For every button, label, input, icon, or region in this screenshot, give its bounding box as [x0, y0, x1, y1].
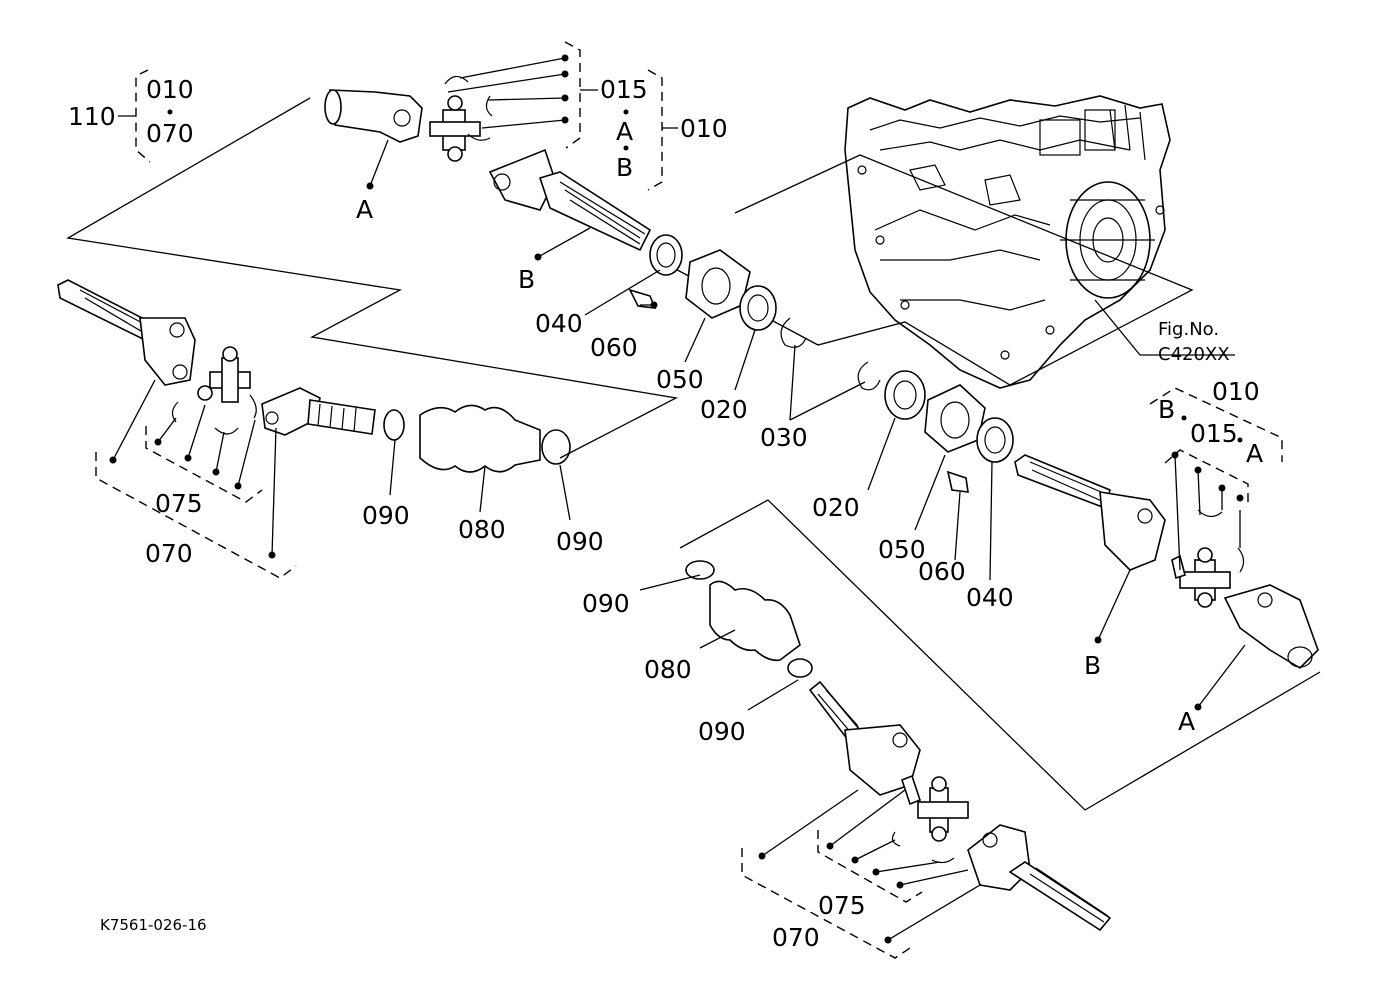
- leader-lines: [112, 57, 1246, 941]
- label-020a: 020: [700, 395, 748, 424]
- label-040b: 040: [966, 583, 1014, 612]
- label-r-015: 015: [1190, 419, 1238, 448]
- label-b-top: B: [518, 265, 535, 294]
- label-090b: 090: [556, 527, 604, 556]
- label-a-top: A: [356, 195, 373, 224]
- label-top-b: B: [616, 153, 633, 182]
- label-080b: 080: [644, 655, 692, 684]
- label-b-right: B: [1084, 651, 1101, 680]
- left-shaft-assembly: [57, 279, 571, 473]
- label-r-a: A: [1246, 439, 1263, 468]
- part-labels: 110 010 070 015 A B 010 A B 040 060 050 …: [68, 75, 1263, 952]
- fig-ref-leader: [1094, 299, 1235, 356]
- label-075b: 075: [818, 891, 866, 920]
- label-r-b: B: [1158, 395, 1175, 424]
- label-090d: 090: [698, 717, 746, 746]
- label-110: 110: [68, 102, 116, 131]
- label-060b: 060: [918, 557, 966, 586]
- label-r-010: 010: [1212, 377, 1260, 406]
- middle-right-assembly: [857, 361, 1319, 670]
- label-070a: 070: [145, 539, 193, 568]
- transmission-housing: [844, 95, 1171, 389]
- leader-dots: [109, 54, 1244, 944]
- label-top-a: A: [616, 117, 633, 146]
- label-top-015: 015: [600, 75, 648, 104]
- bottom-assembly: [685, 560, 1112, 932]
- label-030: 030: [760, 423, 808, 452]
- fig-no-value: C420XX: [1158, 344, 1230, 365]
- fig-no-label: Fig.No.: [1158, 319, 1219, 340]
- label-a-right: A: [1178, 707, 1195, 736]
- label-090c: 090: [582, 589, 630, 618]
- grouping-brackets: [95, 41, 1283, 959]
- drawing-code: K7561-026-16: [100, 916, 207, 934]
- label-090a: 090: [362, 501, 410, 530]
- label-070b: 070: [772, 923, 820, 952]
- label-050b: 050: [878, 535, 926, 564]
- label-050a: 050: [656, 365, 704, 394]
- label-top-070: 070: [146, 119, 194, 148]
- label-top-010: 010: [146, 75, 194, 104]
- label-040a: 040: [535, 309, 583, 338]
- label-060a: 060: [590, 333, 638, 362]
- label-top-010b: 010: [680, 114, 728, 143]
- top-shaft-assembly: [324, 75, 807, 348]
- label-020b: 020: [812, 493, 860, 522]
- label-080a: 080: [458, 515, 506, 544]
- label-075a: 075: [155, 489, 203, 518]
- right-callout-frame: [679, 499, 1321, 811]
- engine-callout-frame: [667, 154, 1194, 386]
- left-callout-frame: [66, 97, 679, 459]
